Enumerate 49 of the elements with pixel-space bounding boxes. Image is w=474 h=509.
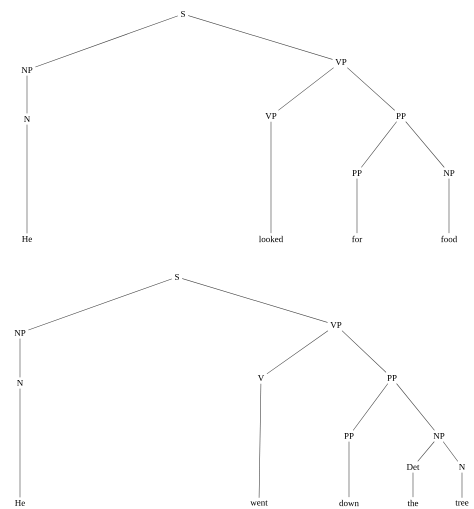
tree-branch bbox=[417, 441, 435, 462]
tree-branch bbox=[448, 178, 450, 234]
tree-branch bbox=[396, 383, 435, 431]
category-label: VP bbox=[265, 113, 276, 119]
category-label: PP bbox=[344, 433, 354, 439]
category-label: NP bbox=[22, 67, 32, 73]
category-label: N bbox=[24, 116, 30, 122]
tree-branch bbox=[356, 178, 358, 234]
tree-branch bbox=[270, 121, 272, 234]
category-label: NP bbox=[434, 433, 444, 439]
tree-branch bbox=[347, 67, 396, 111]
word-label: the bbox=[408, 500, 418, 506]
word-label: went bbox=[250, 500, 268, 506]
tree-branch bbox=[352, 383, 388, 431]
word-label: down bbox=[339, 500, 359, 506]
category-label: PP bbox=[396, 113, 406, 119]
tree-branch bbox=[28, 278, 172, 330]
category-label: PP bbox=[387, 375, 397, 381]
tree-branch bbox=[348, 441, 350, 498]
category-label: Det bbox=[406, 464, 420, 470]
category-label: N bbox=[17, 380, 24, 386]
word-label: He bbox=[22, 236, 32, 242]
word-label: for bbox=[352, 236, 362, 242]
tree-branch bbox=[266, 330, 328, 374]
word-label: He bbox=[15, 500, 25, 506]
category-label: NP bbox=[444, 170, 454, 176]
category-label: S bbox=[175, 274, 179, 280]
category-label: N bbox=[459, 464, 466, 470]
tree-branch bbox=[26, 75, 28, 114]
category-label: VP bbox=[335, 59, 346, 65]
word-label: food bbox=[441, 236, 458, 242]
tree-branch bbox=[188, 15, 333, 60]
category-label: NP bbox=[14, 330, 26, 336]
category-label: V bbox=[258, 375, 264, 381]
category-label: PP bbox=[352, 170, 362, 176]
tree-branch bbox=[361, 121, 397, 168]
tree-branch bbox=[405, 121, 445, 168]
tree-branch bbox=[35, 16, 178, 68]
tree-branch bbox=[442, 441, 458, 462]
tree-branch bbox=[258, 383, 262, 498]
tree-branch bbox=[182, 278, 328, 323]
category-label: S bbox=[181, 11, 185, 18]
word-label: tree bbox=[455, 500, 468, 506]
word-label: looked bbox=[258, 236, 284, 242]
tree-branch bbox=[278, 67, 334, 111]
category-label: VP bbox=[330, 322, 342, 328]
tree-branch bbox=[412, 472, 414, 498]
tree-branch bbox=[26, 124, 28, 234]
tree-branch bbox=[342, 330, 386, 373]
